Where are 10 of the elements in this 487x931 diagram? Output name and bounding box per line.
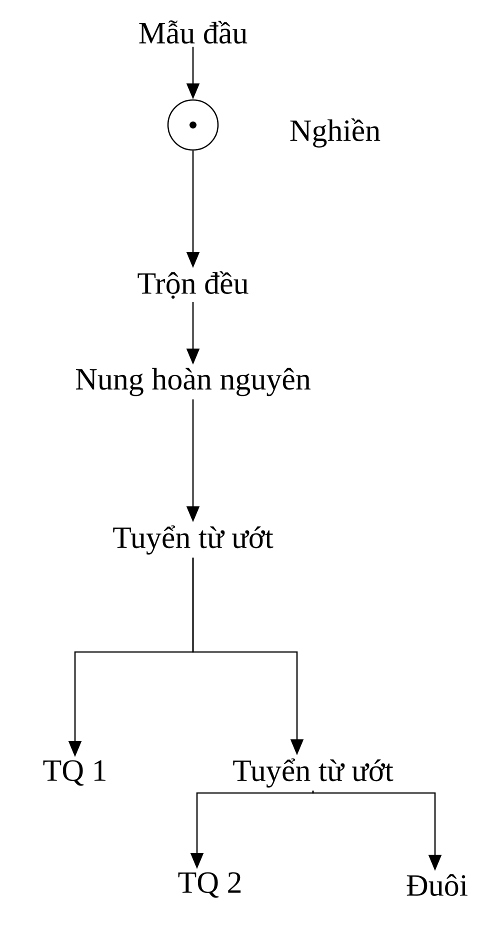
- process-label: Tuyển từ ướt: [233, 758, 394, 788]
- grinder-symbol: [167, 99, 219, 151]
- process-label: TQ 1: [43, 760, 106, 786]
- process-label: Đuôi: [406, 874, 468, 896]
- process-label: Tuyển từ ướt: [113, 525, 274, 555]
- process-label: TQ 2: [178, 872, 241, 898]
- process-label: Mẫu đầu: [139, 20, 248, 44]
- step-label: Nghiền: [290, 118, 380, 148]
- process-label: Nung hoàn nguyên: [76, 368, 310, 396]
- process-label: Trộn đều: [138, 271, 248, 299]
